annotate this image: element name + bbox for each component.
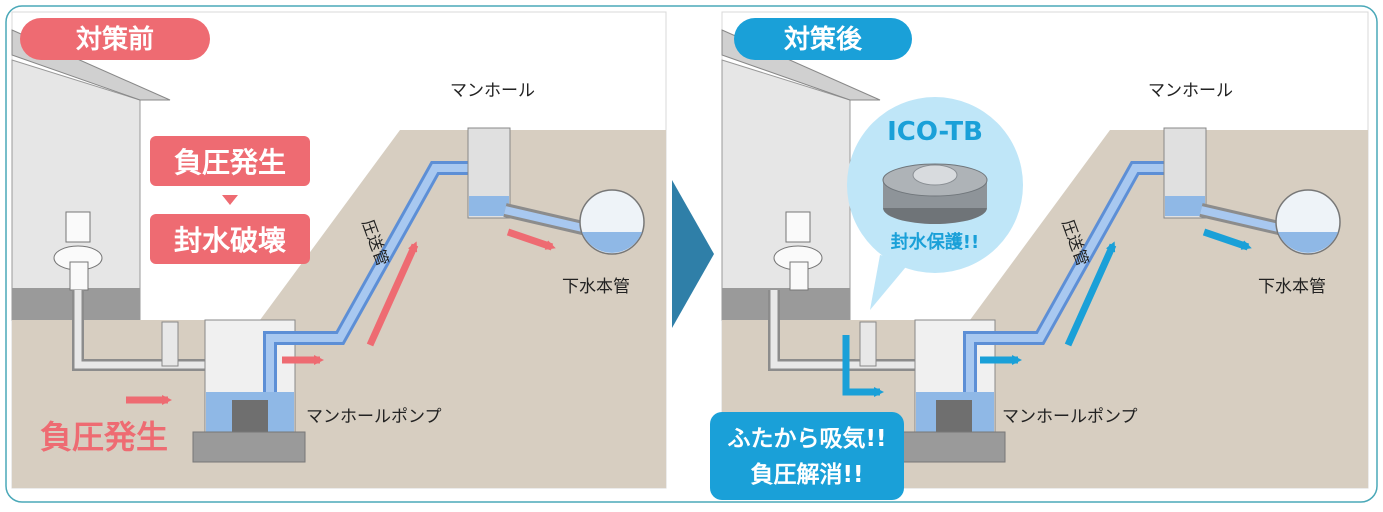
before-panel: 負圧発生 封水破壊 マンホール 圧送管 下水本管 マンホールポンプ 負圧発生 対… <box>11 11 667 489</box>
after-callout-line2: 負圧解消!! <box>751 461 864 488</box>
chevron-right-icon <box>672 180 714 328</box>
product-caption: 封水保護!! <box>891 231 979 253</box>
toilet-icon <box>53 211 103 291</box>
after-house-wall <box>721 59 851 321</box>
after-manhole-label: マンホール <box>1148 81 1233 101</box>
before-ground <box>12 130 666 488</box>
after-arrow-intake <box>842 335 884 397</box>
before-star-top-text: 負圧発生 <box>174 146 286 179</box>
trap-seal-device-icon <box>882 163 988 224</box>
after-badge <box>734 18 912 60</box>
before-star-top: 負圧発生 <box>150 136 310 186</box>
before-badge <box>20 18 210 60</box>
before-down-marker <box>222 195 238 205</box>
after-callout-line1: ふたから吸気!! <box>728 425 887 452</box>
after-badge-text: 対策後 <box>784 24 863 55</box>
before-main-label: 下水本管 <box>562 277 630 297</box>
product-bubble: ICO-TB 封水保護!! <box>847 97 1023 310</box>
before-pump-label: マンホールポンプ <box>306 407 442 427</box>
after-pump <box>936 400 972 432</box>
after-arrow-outflow <box>1202 228 1252 251</box>
before-star-bottom: 封水破壊 <box>150 214 310 264</box>
after-vent-pipe <box>859 321 877 367</box>
before-pump <box>232 400 268 432</box>
before-star-bottom-text: 封水破壊 <box>174 224 286 257</box>
toilet-icon <box>773 211 823 291</box>
before-arrow-rise <box>366 241 419 347</box>
before-badge-text: 対策前 <box>76 24 154 55</box>
before-vent-pipe <box>161 321 179 367</box>
before-manhole-label: マンホール <box>450 81 535 101</box>
after-ground <box>722 130 1368 488</box>
after-callout: ふたから吸気!! 負圧解消!! <box>710 412 904 500</box>
before-pump-base <box>192 431 306 463</box>
before-bottom-text: 負圧発生 <box>40 418 168 456</box>
after-pump-label: マンホールポンプ <box>1002 407 1138 427</box>
after-main-label: 下水本管 <box>1258 277 1326 297</box>
product-name: ICO-TB <box>887 117 983 147</box>
after-arrow-rise <box>1064 241 1117 347</box>
after-floor-slab <box>722 288 850 320</box>
after-panel: ICO-TB 封水保護!! マンホール 圧送管 下水本管 マンホールポンプ ふた… <box>710 11 1369 500</box>
before-arrow-outflow <box>506 228 556 251</box>
after-pump-base <box>902 431 1006 463</box>
